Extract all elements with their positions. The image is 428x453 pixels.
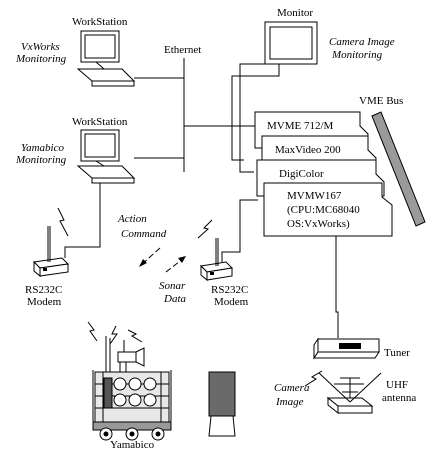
workstation-top-label: WorkStation bbox=[72, 16, 128, 28]
workstation-mid bbox=[76, 129, 136, 184]
modem-left bbox=[32, 226, 70, 278]
modem-right-label-1: RS232C bbox=[211, 284, 248, 296]
workstation-top bbox=[76, 30, 136, 87]
yamabico-label: Yamabico bbox=[110, 439, 155, 451]
tuner-icon bbox=[313, 337, 380, 360]
connection-lines bbox=[64, 58, 339, 338]
tuner-label: Tuner bbox=[384, 347, 410, 359]
modem-right bbox=[199, 238, 234, 282]
uhf-antenna-label-1: UHF bbox=[386, 379, 408, 391]
radio-link-arrows bbox=[140, 247, 185, 273]
signal-icon-left bbox=[57, 207, 69, 237]
vme-bus-label: VME Bus bbox=[359, 95, 403, 107]
serial-cable-right bbox=[221, 199, 258, 262]
yamabico-robot bbox=[87, 321, 172, 441]
vme-bus-bar bbox=[371, 111, 426, 227]
card-digicolor-label: DigiColor bbox=[279, 168, 324, 180]
yamabico-monitoring-label-2: Monitoring bbox=[15, 154, 67, 166]
vxworks-monitoring-label-2: Monitoring bbox=[15, 53, 67, 65]
monitor-icon bbox=[264, 21, 318, 65]
camera-monitoring-label-1: Camera Image bbox=[329, 36, 395, 48]
card-maxvideo-label: MaxVideo 200 bbox=[275, 144, 341, 156]
gray-component-icon bbox=[208, 371, 236, 437]
action-command-label-2: Command bbox=[121, 228, 167, 240]
card-mvmw167 bbox=[263, 182, 393, 237]
card-mvmw167-label-2: (CPU:MC68040 bbox=[287, 204, 360, 216]
card-mvme712-label: MVME 712/M bbox=[267, 120, 334, 132]
yamabico-monitoring-label-1: Yamabico bbox=[21, 142, 64, 154]
card-mvmw167-label-1: MVMW167 bbox=[287, 190, 342, 202]
sonar-data-label-2: Data bbox=[163, 293, 187, 305]
uhf-antenna-label-2: antenna bbox=[382, 392, 416, 404]
signal-icon-right bbox=[197, 219, 213, 239]
sonar-data-label-1: Sonar bbox=[159, 280, 186, 292]
vme-card-stack bbox=[254, 111, 393, 237]
ethernet-label: Ethernet bbox=[164, 44, 201, 56]
monitor-label: Monitor bbox=[277, 7, 313, 19]
modem-left-label-1: RS232C bbox=[25, 284, 62, 296]
serial-cable-left bbox=[64, 172, 101, 258]
tuner-cable bbox=[335, 232, 339, 338]
monitor-cable-a bbox=[239, 63, 268, 173]
modem-left-label-2: Modem bbox=[27, 296, 62, 308]
vxworks-monitoring-label-1: VxWorks bbox=[21, 41, 60, 53]
uhf-antenna-icon bbox=[318, 372, 382, 415]
camera-image-label-1: Camera bbox=[274, 382, 310, 394]
camera-image-label-2: Image bbox=[275, 396, 304, 408]
workstation-mid-label: WorkStation bbox=[72, 116, 128, 128]
camera-monitoring-label-2: Monitoring bbox=[331, 49, 383, 61]
action-command-label-1: Action bbox=[117, 213, 147, 225]
signal-icon-camera bbox=[304, 370, 323, 387]
card-mvmw167-label-3: OS:VxWorks) bbox=[287, 218, 350, 230]
arrow-head-action bbox=[139, 259, 147, 267]
modem-right-label-2: Modem bbox=[214, 296, 249, 308]
monitor-cable-b bbox=[231, 64, 280, 161]
arrow-head-sonar bbox=[178, 256, 186, 263]
